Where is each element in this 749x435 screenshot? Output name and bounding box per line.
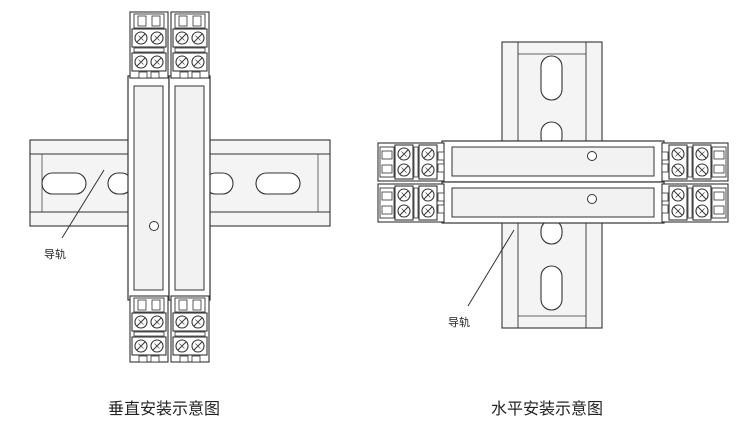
rail-slot [540, 265, 563, 311]
rail-label: 导轨 [44, 247, 66, 261]
terminal-block-right [662, 184, 728, 222]
rail-slot [540, 219, 563, 245]
terminal-block-top [130, 12, 168, 78]
module-horizontal-1 [378, 140, 728, 183]
terminal-block-bottom [171, 296, 209, 362]
rail-slot [255, 172, 301, 195]
terminal-block-bottom [130, 296, 168, 362]
rail-slot [540, 55, 563, 101]
vertical-installation: 导轨 垂直安装示意图 [29, 12, 331, 418]
horizontal-caption: 水平安装示意图 [491, 399, 603, 418]
horizontal-installation: 导轨 水平安装示意图 [378, 41, 728, 418]
rail-label: 导轨 [448, 315, 470, 329]
terminal-block-left [378, 143, 444, 181]
rail-leader-line [467, 229, 515, 307]
rail-slot [41, 172, 87, 195]
vertical-caption: 垂直安装示意图 [108, 399, 220, 418]
terminal-block-right [662, 143, 728, 181]
module-horizontal-2 [378, 181, 728, 224]
module-vertical-2 [168, 12, 211, 362]
terminal-block-top [171, 12, 209, 78]
terminal-block-left [378, 184, 444, 222]
rail-leader-line [61, 169, 105, 239]
module-vertical-1 [127, 12, 170, 362]
